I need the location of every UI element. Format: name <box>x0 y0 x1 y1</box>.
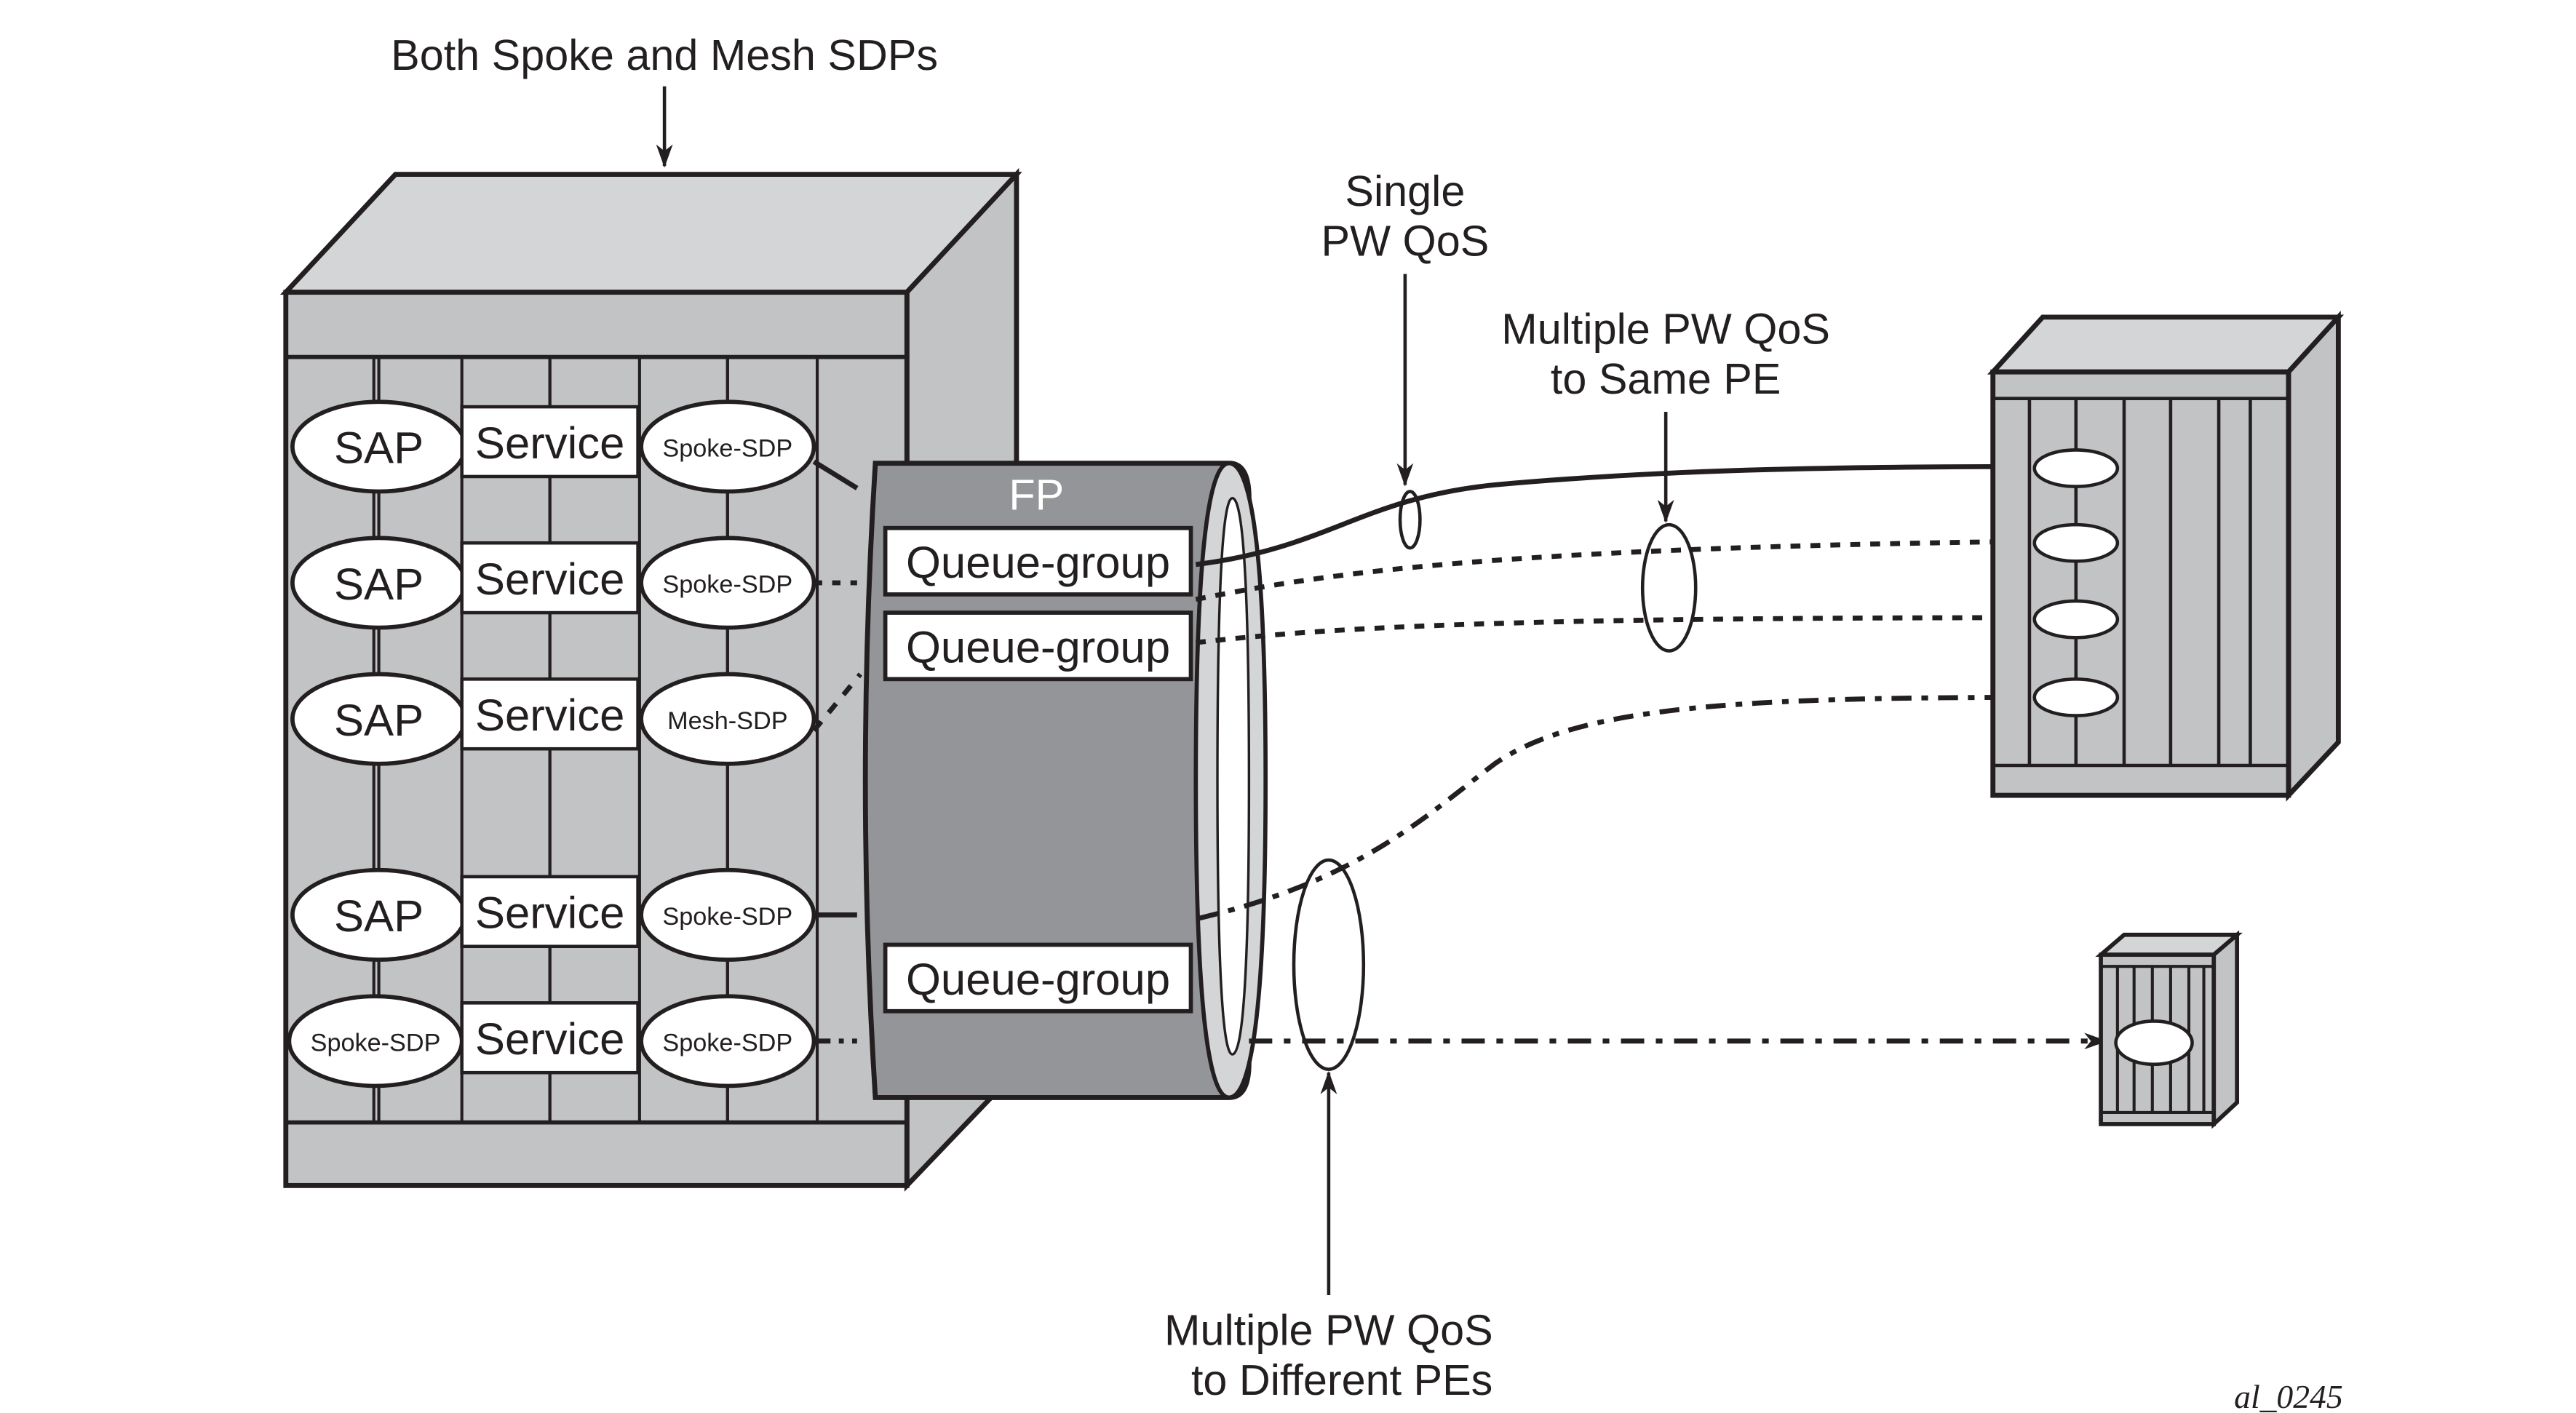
row-5: Spoke-SDP Service Spoke-SDP <box>287 994 816 1088</box>
queue-group-box-3[interactable] <box>883 942 1193 1014</box>
pe1-port-1[interactable] <box>2032 448 2120 488</box>
pe1-port-3[interactable] <box>2032 599 2120 640</box>
row-1: SAP Service Spoke-SDP <box>290 399 816 494</box>
spoke-sdp-label: Spoke-SDP <box>311 1030 441 1057</box>
service-box[interactable] <box>460 1001 640 1075</box>
spoke-sdp-label: Spoke-SDP <box>662 903 792 931</box>
queue-group-box-2[interactable] <box>883 610 1193 682</box>
callout-multi-diff-line1: Multiple PW QoS <box>1164 1305 1493 1354</box>
row-connectors <box>377 357 729 1123</box>
service-box[interactable] <box>460 405 640 479</box>
multi-same-pe-marker <box>1640 522 1698 653</box>
sap-label: SAP <box>334 423 424 474</box>
fp-hole <box>1216 496 1251 1056</box>
multi-diff-pe-marker <box>1292 858 1366 1071</box>
callout-single-pw-qos-line1: Single <box>1345 167 1465 215</box>
pw-path-solid <box>1195 458 2038 568</box>
row-3: SAP Service Mesh-SDP <box>290 672 816 766</box>
service-label: Service <box>475 1014 624 1064</box>
remote-pe-2 <box>2095 930 2243 1129</box>
spoke-sdp-label: Spoke-SDP <box>662 1030 792 1057</box>
sap-label: SAP <box>334 696 424 746</box>
callout-single-pw-qos-line2: PW QoS <box>1321 216 1489 265</box>
service-label: Service <box>475 554 624 605</box>
service-box[interactable] <box>460 541 640 615</box>
service-box[interactable] <box>460 875 640 949</box>
fp-cylinder: FP Queue-group Queue-group Queue-group <box>862 461 1268 1100</box>
sap-label: SAP <box>334 560 424 610</box>
service-label: Service <box>475 888 624 939</box>
single-pw-qos-marker <box>1398 490 1422 550</box>
mesh-sdp-label: Mesh-SDP <box>667 707 787 735</box>
pw-path-dotted-1 <box>1195 533 2038 602</box>
queue-group-box-1[interactable] <box>883 525 1193 597</box>
pe1-port-2[interactable] <box>2032 522 2120 563</box>
link-row1-fp <box>812 459 859 490</box>
pw-path-dashdot-1 <box>1198 689 2038 921</box>
callout-multi-same-line2: to Same PE <box>1551 354 1781 403</box>
pe2-port[interactable] <box>2114 1019 2194 1067</box>
service-label: Service <box>475 690 624 741</box>
row-4: SAP Service Spoke-SDP <box>290 867 816 962</box>
service-label: Service <box>475 418 624 469</box>
spoke-sdp-label: Spoke-SDP <box>662 571 792 599</box>
spoke-sdp-label: Spoke-SDP <box>662 435 792 463</box>
remote-pe-1 <box>1987 311 2345 802</box>
chassis-top <box>279 172 1022 295</box>
callout-multi-diff-line2: to Different PEs <box>1191 1356 1492 1404</box>
queue-group-label-1: Queue-group <box>906 538 1170 588</box>
pe1-port-4[interactable] <box>2032 677 2120 717</box>
callout-multi-same-line1: Multiple PW QoS <box>1501 304 1830 353</box>
sap-label: SAP <box>334 891 424 942</box>
queue-group-label-3: Queue-group <box>906 955 1170 1005</box>
figure-reference: al_0245 <box>2234 1378 2343 1413</box>
queue-group-label-2: Queue-group <box>906 623 1170 673</box>
callout-both-sdps: Both Spoke and Mesh SDPs <box>391 31 938 79</box>
fp-label: FP <box>1009 471 1064 520</box>
pw-path-dotted-2 <box>1195 609 2038 645</box>
row-2: SAP Service Spoke-SDP <box>290 536 816 630</box>
